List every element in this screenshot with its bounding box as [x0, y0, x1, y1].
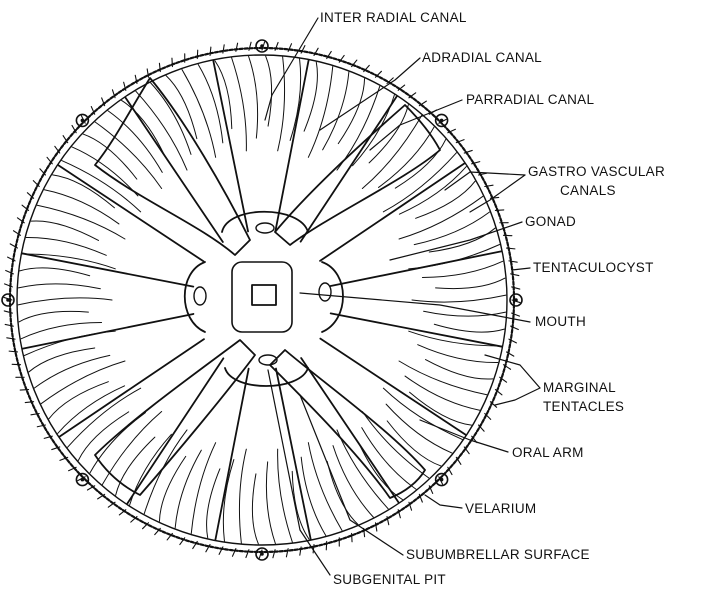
radial-canal [331, 251, 502, 286]
gastro-vascular-canal [198, 64, 223, 142]
gastro-vascular-canal [232, 58, 247, 151]
gastro-vascular-canal [436, 278, 505, 288]
gastro-vascular-canal [18, 298, 112, 305]
marginal-tentacle [223, 45, 224, 53]
leader-inter-radial [265, 18, 318, 120]
manubrium [232, 262, 292, 332]
tentaculocyst-statocyst [260, 44, 264, 48]
gastro-vascular-canal [323, 72, 349, 150]
radial-canal [275, 60, 308, 231]
label-marginal: MARGINAL [543, 380, 616, 395]
oral-arm-lower-right [270, 350, 425, 498]
label-canals: CANALS [560, 183, 616, 198]
leader-tentaculocyst [512, 268, 530, 270]
radial-canal [23, 314, 194, 349]
leader-marginal-1 [485, 355, 540, 388]
gastro-vascular-canal [409, 245, 500, 269]
gastro-vascular-canal [422, 261, 502, 277]
leader-velarium [425, 495, 462, 508]
oral-arms [95, 78, 440, 498]
mouth-opening [252, 285, 276, 305]
gastro-vascular-canal [215, 61, 232, 129]
label-mouth: MOUTH [535, 314, 586, 329]
leader-adradial [320, 58, 420, 130]
label-subgenital-pit: SUBGENITAL PIT [333, 572, 446, 587]
gastro-vascular-canal [44, 190, 119, 224]
radial-canal [331, 313, 502, 346]
gastro-vascular-canal [20, 268, 90, 276]
label-velarium: VELARIUM [465, 501, 536, 516]
gonad-left [185, 262, 205, 332]
gastro-vascular-canal [144, 430, 187, 514]
tentaculocyst-statocyst [81, 478, 85, 482]
tentaculocyst-statocyst [440, 478, 444, 482]
leader-subumbrellar [300, 395, 403, 555]
label-tentacles: TENTACLES [543, 399, 624, 414]
gonad-top [222, 212, 308, 232]
tentaculocyst-statocyst [440, 119, 444, 123]
tentaculocyst-statocyst [6, 298, 10, 302]
gastro-vascular-canal [301, 457, 326, 535]
gastro-vascular-canal [412, 295, 506, 302]
gastro-vascular-canal [136, 91, 187, 170]
label-tentaculocyst: TENTACULOCYST [533, 260, 654, 275]
radial-canal [276, 369, 311, 540]
tentaculocysts [2, 40, 522, 560]
gastro-vascular-canal [175, 450, 201, 528]
gastro-vascular-canal [19, 311, 88, 321]
gastro-vascular-canal [308, 66, 332, 157]
gastro-vascular-canal [337, 86, 380, 170]
label-inter-radial-canal: INTER RADIAL CANAL [320, 10, 467, 25]
gastro-vascular-canals [18, 56, 506, 544]
leader-gastro-2 [470, 175, 525, 212]
gastro-vascular-canal [399, 196, 483, 239]
gastro-vascular-canal [18, 284, 100, 289]
label-gonad: GONAD [525, 214, 576, 229]
gastro-vascular-canal [68, 388, 141, 447]
tentaculocyst-statocyst [514, 298, 518, 302]
gastro-vascular-canal [418, 345, 498, 363]
gastro-vascular-canal [266, 462, 275, 544]
label-adradial-canal: ADRADIAL CANAL [422, 50, 542, 65]
label-oral-arm: ORAL ARM [512, 445, 584, 460]
gastro-vascular-canal [29, 348, 95, 372]
gastro-vascular-canal [26, 237, 106, 255]
gastro-vascular-canal [116, 437, 155, 495]
tentaculocyst-statocyst [260, 552, 264, 556]
tentaculocyst-statocyst [81, 119, 85, 123]
label-gastro-vascular: GASTRO VASCULAR [528, 164, 665, 179]
gastro-vascular-canal [90, 413, 146, 473]
gastro-vascular-canal [191, 443, 215, 534]
gastro-vascular-canal [429, 228, 495, 252]
radial-canal [215, 369, 248, 540]
label-subumbrellar-surface: SUBUMBRELLAR SURFACE [406, 547, 590, 562]
gastro-vascular-canal [399, 167, 466, 215]
gastro-vascular-canal [278, 449, 293, 542]
radial-canal [213, 61, 248, 232]
subgenital-pit-left [194, 287, 206, 305]
subgenital-pit-top [256, 223, 274, 233]
gastro-vascular-canal [362, 115, 421, 188]
labels: INTER RADIAL CANAL ADRADIAL CANAL PARRAD… [320, 10, 665, 587]
marginal-tentacle [509, 261, 517, 262]
gastro-vascular-canal [249, 56, 258, 138]
gastro-vascular-canal [24, 331, 115, 355]
gastro-vascular-canal [405, 376, 480, 410]
gastro-vascular-canal [21, 323, 101, 339]
gastro-vascular-canal [58, 386, 125, 434]
gastro-vascular-canal [434, 324, 504, 332]
gastro-vascular-canal [41, 361, 125, 404]
gastro-vascular-canal [252, 474, 258, 544]
gonads [185, 212, 343, 386]
subgenital-pit-right [319, 283, 331, 301]
leader-marginal-2 [495, 388, 540, 405]
label-parradial-canal: PARRADIAL CANAL [466, 92, 594, 107]
gastro-vascular-canal [239, 449, 246, 543]
radial-canal [22, 253, 193, 286]
gastro-vascular-canal [278, 57, 285, 151]
